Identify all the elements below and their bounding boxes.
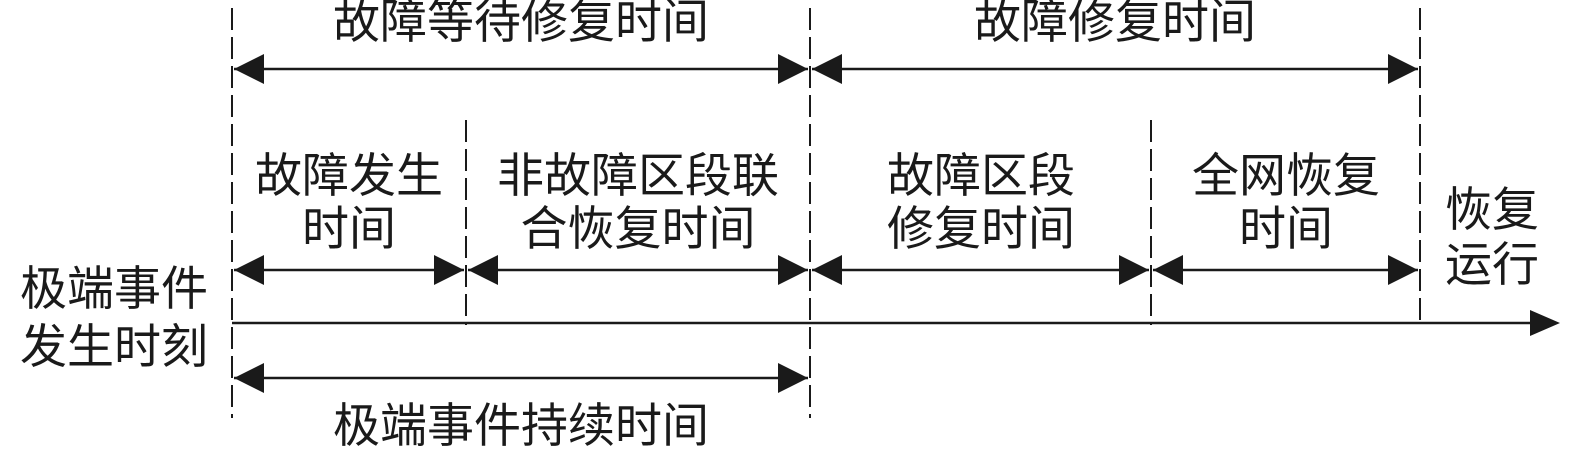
label-fault-occurrence-line2: 时间 <box>302 202 396 257</box>
label-resume-operation-line1: 恢复 <box>1445 183 1539 238</box>
label-fault-section-repair-line1: 故障区段 <box>887 149 1075 204</box>
label-non-fault-joint-restore-line1: 非故障区段联 <box>497 149 779 204</box>
label-event-duration: 极端事件持续时间 <box>333 399 709 453</box>
time-axis-arrowhead <box>1530 310 1560 336</box>
label-fault-wait-repair: 故障等待修复时间 <box>333 0 709 50</box>
label-grid-restore-line2: 时间 <box>1239 202 1333 257</box>
label-event-start-line1: 极端事件 <box>20 262 208 317</box>
label-non-fault-joint-restore-line2: 合恢复时间 <box>521 202 756 257</box>
label-fault-occurrence-line1: 故障发生 <box>255 149 443 204</box>
label-resume-operation-line2: 运行 <box>1445 238 1539 293</box>
label-fault-section-repair-line2: 修复时间 <box>887 202 1075 257</box>
label-fault-repair: 故障修复时间 <box>974 0 1256 50</box>
label-event-start-line2: 发生时刻 <box>20 320 208 375</box>
label-grid-restore-line1: 全网恢复 <box>1192 149 1380 204</box>
